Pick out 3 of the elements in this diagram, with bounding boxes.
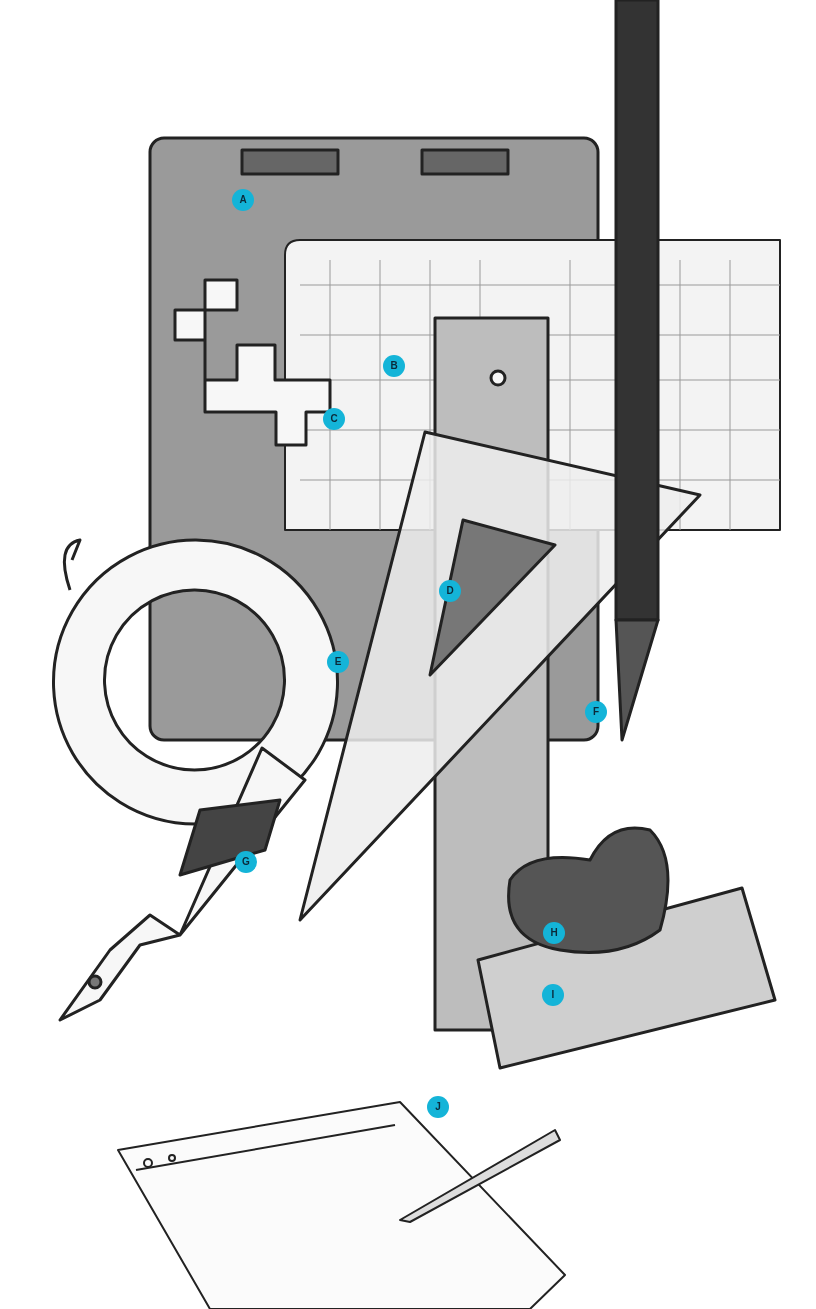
callout-number: G: [235, 851, 257, 873]
callout-number: J: [427, 1096, 449, 1118]
callout-number: F: [585, 701, 607, 723]
